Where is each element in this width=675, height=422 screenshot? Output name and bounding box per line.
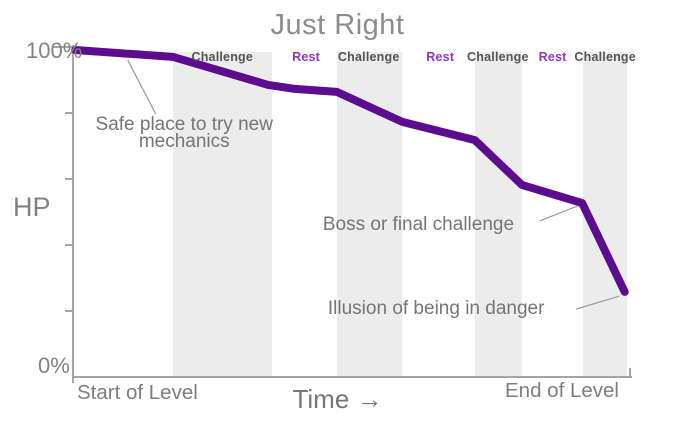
x-axis-label-start-of-level: Start of Level bbox=[77, 381, 198, 404]
x-axis-label-time: Time → bbox=[292, 384, 383, 414]
y-axis-label: HP bbox=[13, 192, 51, 222]
y-tick-label-100: 100% bbox=[26, 38, 83, 63]
phase-label-challenge: Challenge bbox=[191, 50, 254, 64]
annotation-callout-line bbox=[127, 59, 157, 115]
phase-label-challenge: Challenge bbox=[574, 50, 636, 64]
y-tick-label-0: 0% bbox=[38, 353, 70, 378]
phase-label-rest: Rest bbox=[292, 50, 321, 64]
phase-label-rest: Rest bbox=[538, 50, 567, 64]
x-axis-label-end-of-level: End of Level bbox=[505, 379, 619, 402]
challenge-band bbox=[173, 52, 273, 377]
annotation-text: Safe place to try new mechanics bbox=[95, 113, 273, 153]
phase-label-challenge: Challenge bbox=[337, 50, 400, 64]
hp-line bbox=[71, 46, 629, 296]
annotation-text: Illusion of being in danger bbox=[327, 298, 545, 320]
annotation-text: Boss or final challenge bbox=[322, 214, 515, 236]
phase-label-challenge: Challenge bbox=[467, 50, 529, 64]
chart-title: Just Right bbox=[270, 9, 405, 41]
annotation-callout-line bbox=[539, 205, 578, 222]
phase-label-rest: Rest bbox=[426, 50, 455, 64]
challenge-band bbox=[474, 52, 522, 377]
annotation-callout-line bbox=[575, 295, 620, 310]
